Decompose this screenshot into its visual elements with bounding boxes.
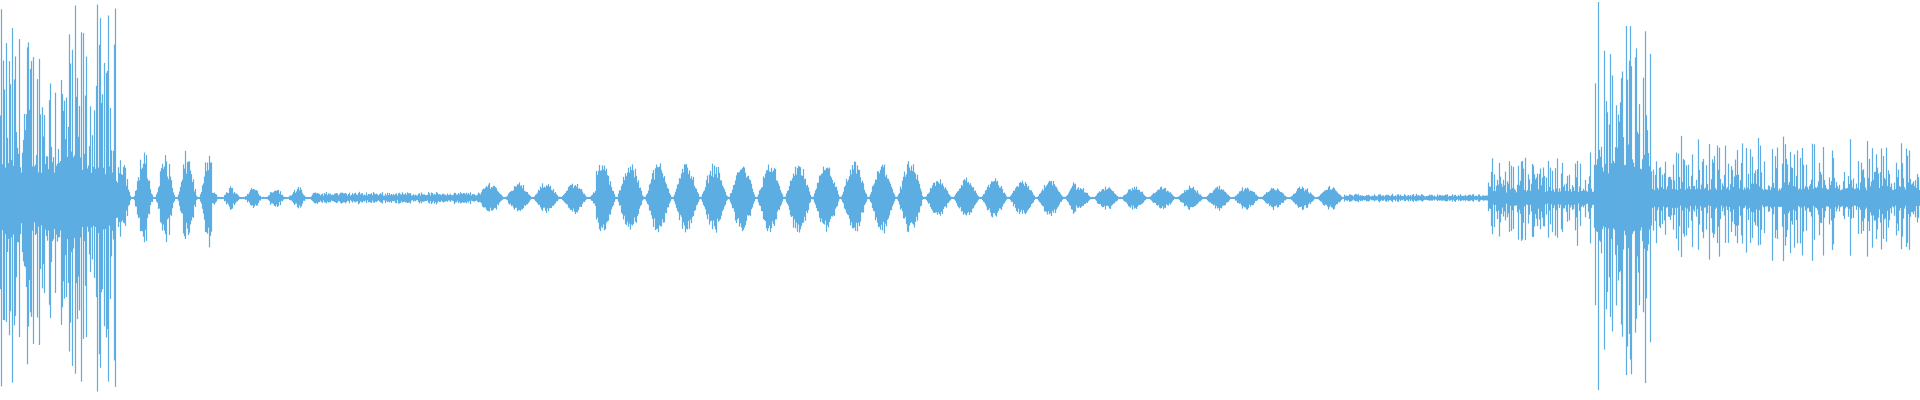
waveform-bars xyxy=(0,2,1920,392)
